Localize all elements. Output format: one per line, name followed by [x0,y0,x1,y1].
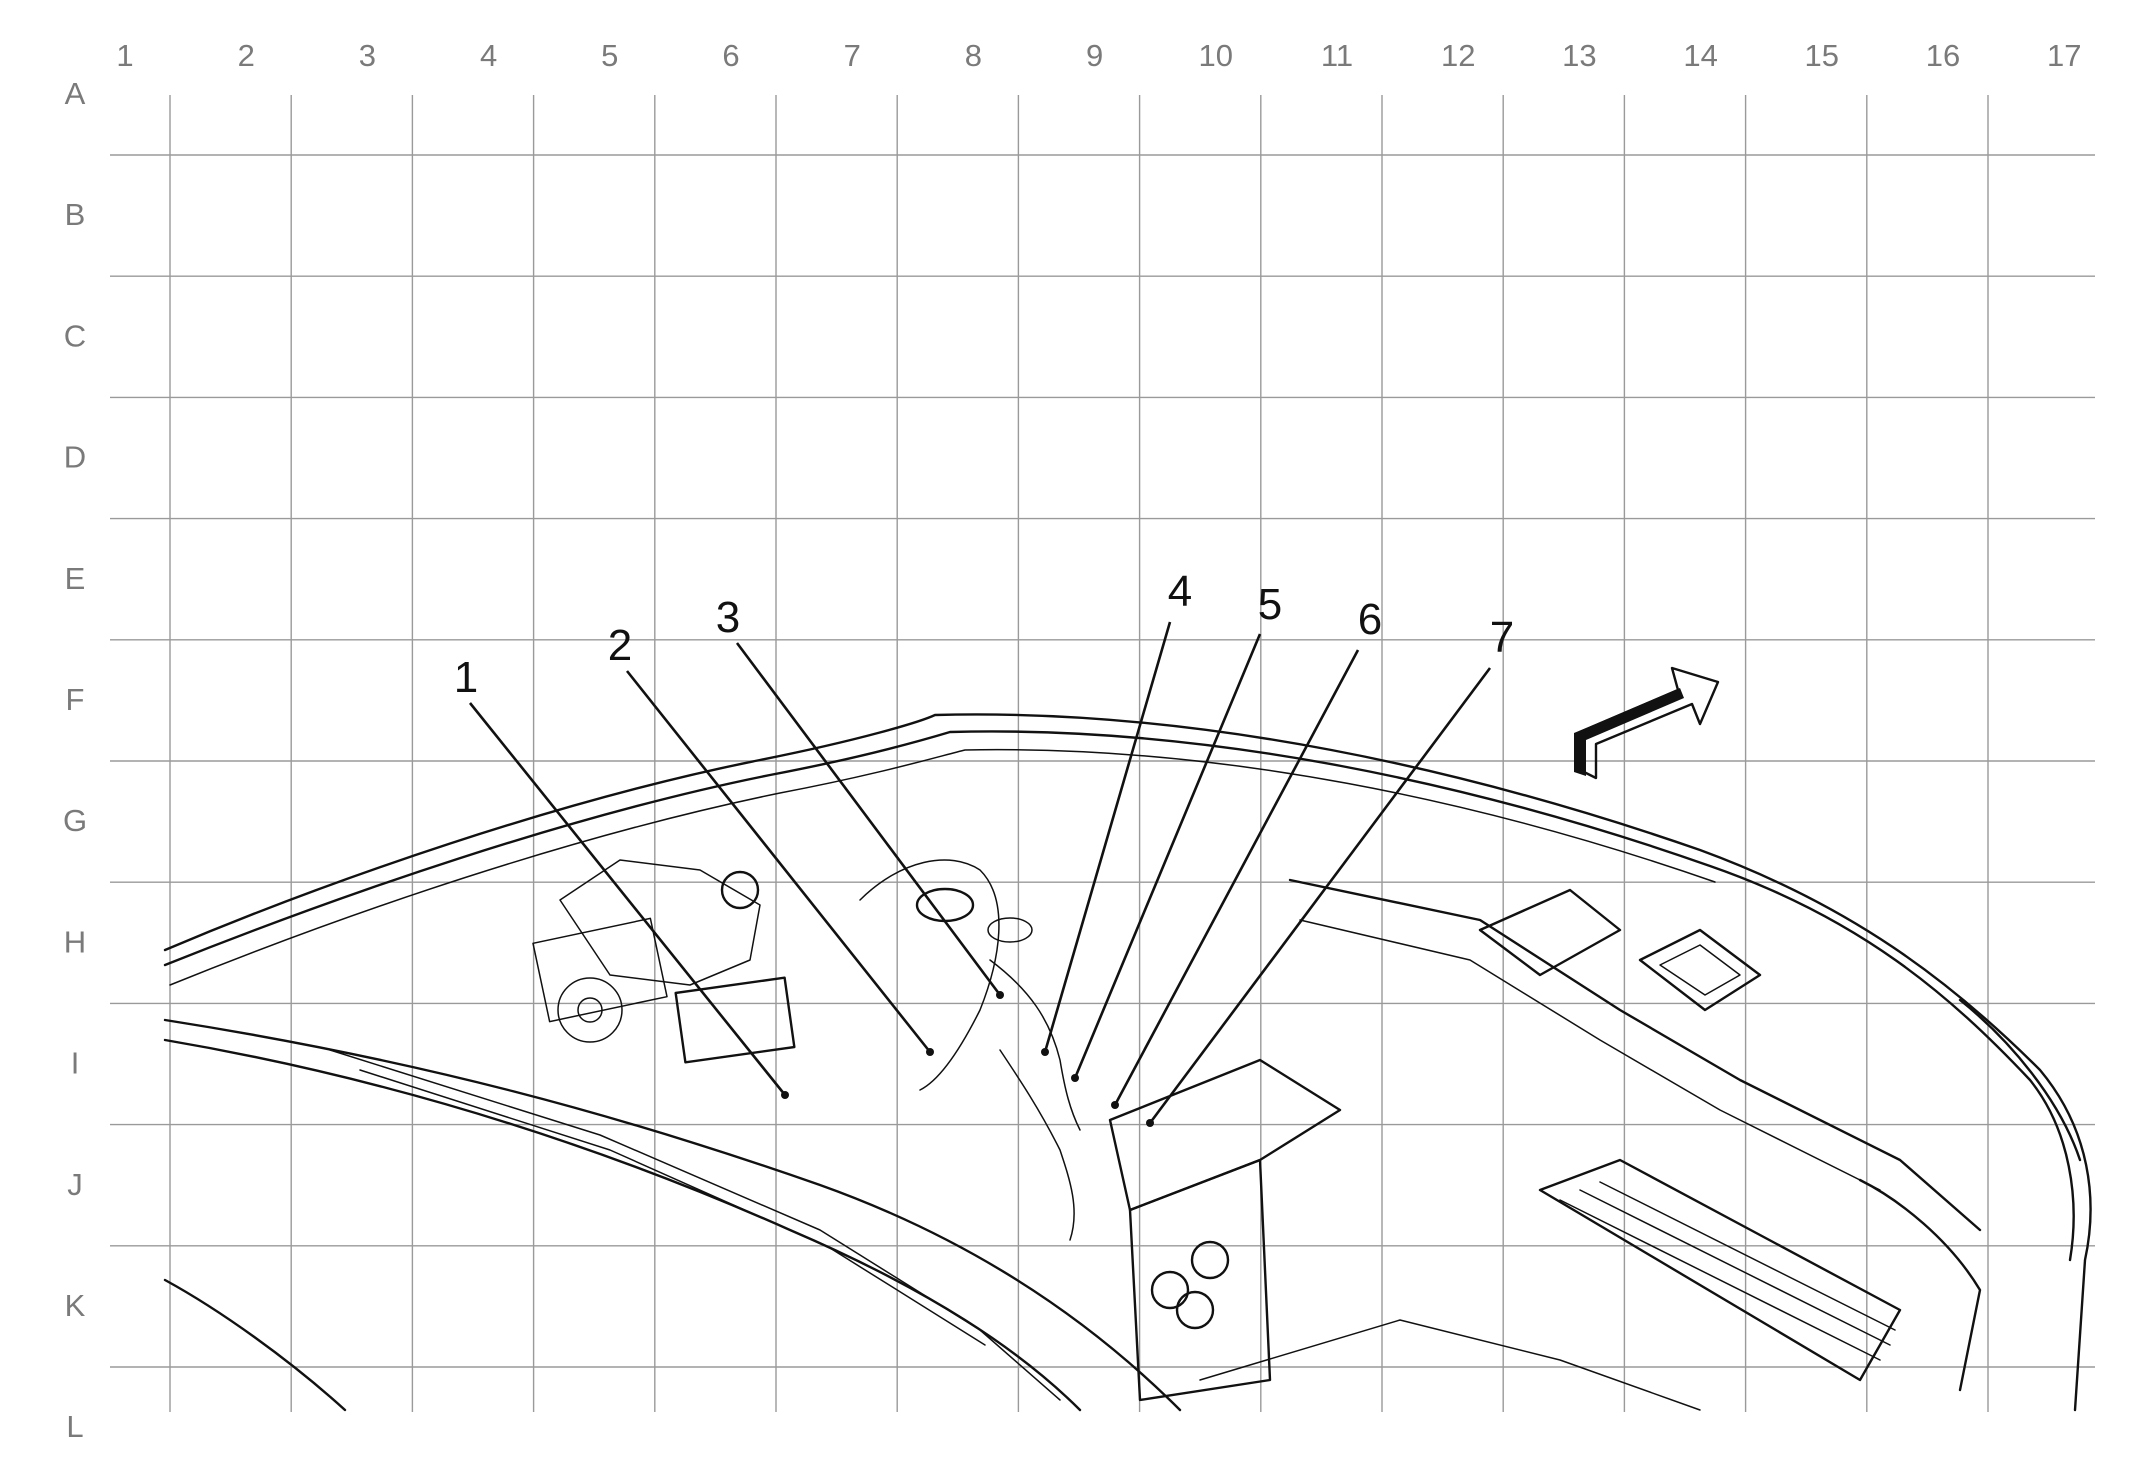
radiator-support [1288,878,1982,1232]
callout-number: 6 [1358,595,1382,644]
pulley-hub [577,997,603,1023]
vehicle-line-art [163,666,2092,1412]
tray-inner [1659,944,1741,996]
grid-column-label: 14 [1683,38,1717,73]
callout-target-marker [1111,1101,1119,1109]
cowl-edge [163,1018,1182,1412]
grid-row-label: H [64,924,86,959]
grid-column-label: 11 [1321,38,1353,73]
hose-bundle [989,959,1081,1131]
callout-number: 4 [1168,567,1192,616]
wiper-channel-inner [359,1069,986,1346]
callout-number: 5 [1258,580,1282,629]
support-bracket [1128,1158,1272,1402]
fender-flange [169,748,1716,986]
direction-arrow-icon [1574,666,1720,780]
callout-target-marker [926,1048,934,1056]
headlamp-housing [1858,1178,1982,1392]
grid-row-label: E [65,561,86,596]
grid-column-label: 15 [1805,38,1839,73]
callout-leader-line [468,702,787,1096]
callout-target-marker [996,991,1004,999]
grid-column-label: 17 [2047,38,2081,73]
grid-column-label: 16 [1926,38,1960,73]
callout-group: 1 2 3 4 5 6 7 [454,567,1514,1127]
callout-number: 7 [1490,613,1514,662]
air-box [1478,888,1622,977]
callout-leader-line [1113,649,1360,1106]
lower-crossmember [1199,1319,1701,1411]
front-fascia [1958,998,2082,1162]
bracket-hole-2 [1190,1240,1230,1280]
coolant-cap [987,917,1033,943]
grid-column-label: 4 [480,38,497,73]
cowl-panel [163,1038,1082,1412]
bracket-hole-1 [1150,1270,1190,1310]
grille-slats [1559,1181,1896,1361]
grid-row-label: L [66,1409,83,1444]
callout-5: 5 [1071,580,1282,1082]
bulkhead-panel [1108,1058,1342,1212]
callout-3: 3 [716,593,1004,999]
grid-row-labels: A B C D E F G H I J K L [63,76,87,1444]
callout-leader-line [1043,621,1172,1053]
callout-target-marker [1071,1074,1079,1082]
callout-target-marker [1041,1048,1049,1056]
callout-4: 4 [1041,567,1192,1056]
callout-6: 6 [1111,595,1382,1109]
battery [532,917,668,1023]
grid-row-label: G [63,803,87,838]
fender-inner-edge [163,730,2075,1262]
grid-row-label: D [64,440,86,475]
grid-row-label: I [71,1046,80,1081]
fuse-block [674,976,796,1064]
radiator-support-lower [1299,919,1881,1191]
wiring-loom [999,1049,1075,1241]
callout-number: 2 [608,621,632,670]
intake-duct [859,859,1000,1091]
callout-leader-line [735,642,1002,996]
grid-column-label: 10 [1199,38,1233,73]
grid-row-label: J [67,1167,83,1202]
grille-frame [1538,1158,1902,1382]
grid-column-label: 1 [116,38,133,73]
fender-outer-edge [163,713,2092,1412]
grid-row-label: K [65,1288,86,1323]
callout-leader-line [625,670,932,1053]
grid-column-label: 2 [238,38,255,73]
grid-column-label: 13 [1562,38,1596,73]
grid-row-label: F [66,682,85,717]
grid-row-label: B [65,197,86,232]
grid-row-label: C [64,318,86,353]
callout-number: 3 [716,593,740,642]
windshield-lower-edge [163,1278,347,1412]
storage-tray [1638,928,1762,1012]
grid-column-label: 8 [965,38,982,73]
grid-column-label: 7 [844,38,861,73]
bracket-hole-3 [1175,1290,1215,1330]
callout-target-marker [1146,1119,1154,1127]
grid-column-label: 9 [1086,38,1103,73]
callout-leader-line [1073,633,1262,1079]
strut-tower [559,859,761,986]
pulley [557,977,623,1043]
grid-column-label: 3 [359,38,376,73]
grid-lines [110,95,2095,1412]
grid-row-label: A [65,76,86,111]
callout-7: 7 [1146,613,1514,1127]
grid-column-label: 6 [722,38,739,73]
grid-column-label: 5 [601,38,618,73]
callout-target-marker [781,1091,789,1099]
callout-leader-line [1148,667,1492,1124]
callout-number: 1 [454,653,478,702]
wiper-channel [329,1049,1061,1401]
strut-mount [720,870,760,910]
grid-column-label: 12 [1441,38,1475,73]
callout-2: 2 [608,621,934,1056]
callout-1: 1 [454,653,789,1099]
